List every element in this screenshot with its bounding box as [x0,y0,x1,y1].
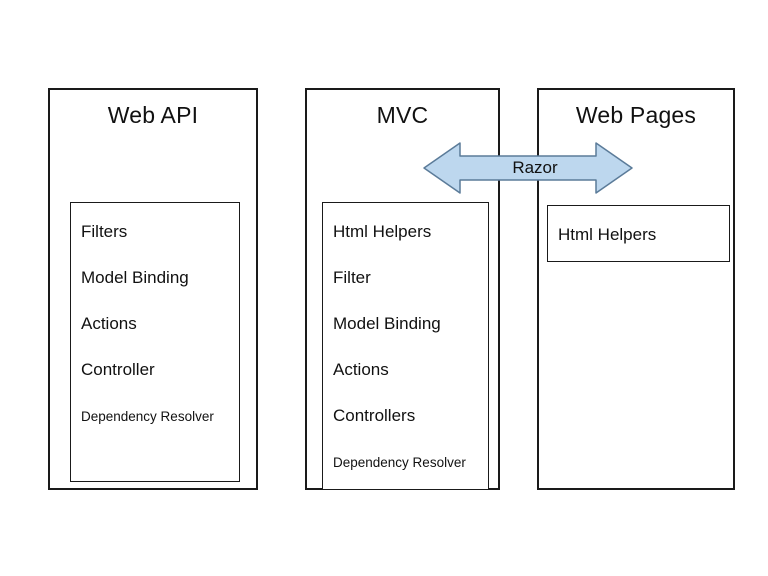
list-item: Actions [333,360,389,379]
razor-connector-arrow: Razor [422,139,634,197]
list-item: Model Binding [333,314,441,333]
panel-web-api-inner-box: Filters Model Binding Actions Controller… [70,202,240,482]
list-item: Html Helpers [333,222,432,241]
double-arrow-icon [423,142,633,194]
list-item: Dependency Resolver [333,454,466,470]
list-item: Filters [81,222,128,241]
list-item: Controller [81,360,155,379]
panel-web-pages-inner-box: Html Helpers [547,205,730,262]
panel-web-api-title: Web API [107,102,199,128]
panel-web-api: Web API Filters Model Binding Actions Co… [48,88,258,490]
list-item: Html Helpers [558,225,657,244]
panel-mvc-title: MVC [376,102,429,128]
panel-web-pages: Web Pages Html Helpers [537,88,735,490]
panel-mvc-inner-box: Html Helpers Filter Model Binding Action… [322,202,489,490]
list-item: Dependency Resolver [81,408,214,424]
panel-web-pages-title: Web Pages [575,102,697,128]
list-item: Model Binding [81,268,189,287]
razor-connector-label: Razor [512,158,558,177]
list-item: Actions [81,314,137,333]
panel-mvc: MVC Html Helpers Filter Model Binding Ac… [305,88,500,490]
list-item: Filter [333,268,371,287]
list-item: Controllers [333,406,416,425]
